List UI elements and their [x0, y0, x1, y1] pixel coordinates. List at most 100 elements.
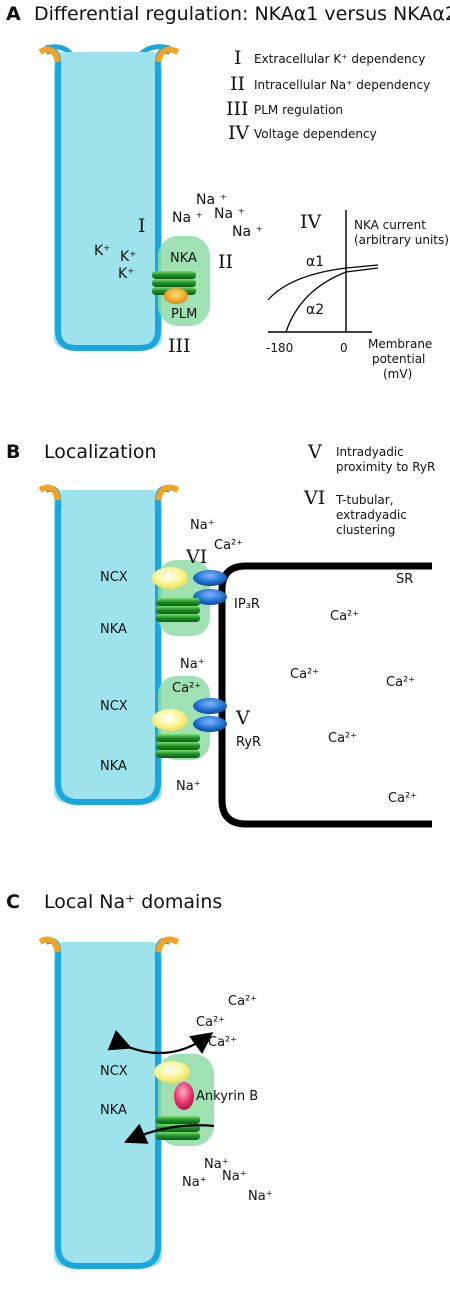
- ncx-label-b-lower: NCX: [100, 699, 128, 714]
- legend-b-vi-line2: extradyadic: [336, 508, 407, 522]
- membrane-a-tip-right: [155, 46, 180, 63]
- ca-ion-sr-1: Ca²⁺: [330, 609, 359, 624]
- ca-ion-c-1: Ca²⁺: [228, 994, 257, 1009]
- ncx-oval-b-upper: [152, 567, 188, 589]
- plm-label: PLM: [171, 307, 197, 322]
- membrane-b-tip-right: [155, 484, 180, 501]
- marker-i: I: [138, 215, 146, 237]
- marker-v: V: [235, 707, 250, 729]
- ip3r-channel-top: [193, 570, 227, 586]
- legend-a: I Extracellular K⁺ dependency II Intrace…: [226, 47, 430, 144]
- legend-a-numeral-4: IV: [228, 122, 250, 144]
- ca-ion-b-1: Ca²⁺: [214, 538, 243, 553]
- ncx-oval-c: [154, 1061, 190, 1083]
- legend-b-numeral-vi: VI: [303, 487, 325, 509]
- graph-tick-left: -180: [266, 341, 293, 355]
- membrane-c-tip-left: [38, 936, 61, 953]
- legend-a-text-3: PLM regulation: [254, 103, 343, 117]
- marker-ii: II: [218, 251, 233, 273]
- plm-oval: [164, 288, 188, 304]
- na-ion-c-2: Na⁺: [182, 1175, 207, 1190]
- legend-a-numeral-1: I: [234, 47, 242, 69]
- ncx-label-b-upper: NCX: [100, 570, 128, 585]
- curve-alpha1-label: α1: [306, 254, 324, 270]
- ip3r-label: IP₃R: [234, 597, 260, 612]
- na-ion-b-1: Na⁺: [190, 518, 215, 533]
- ca-ion-c-3: Ca²⁺: [208, 1035, 237, 1050]
- na-ion-a-3: Na ⁺: [214, 206, 245, 222]
- k-ion-1: K⁺: [94, 243, 111, 259]
- ca-ion-sr-3: Ca²⁺: [386, 675, 415, 690]
- k-ion-3: K⁺: [118, 266, 135, 282]
- ca-ion-sr-4: Ca²⁺: [328, 731, 357, 746]
- panel-b-title: Localization: [44, 441, 157, 463]
- nka-label-b-upper: NKA: [100, 622, 127, 637]
- na-ion-c-1: Na⁺: [204, 1157, 229, 1172]
- membrane-b-tip-left: [38, 484, 61, 501]
- nka-label-b-lower: NKA: [100, 759, 127, 774]
- cell-interior-b: [54, 490, 162, 802]
- panel-a: A Differential regulation: NKAα1 versus …: [6, 3, 450, 381]
- panel-c-title: Local Na⁺ domains: [44, 891, 222, 913]
- panel-b-letter: B: [6, 441, 20, 463]
- ncx-exchange-arrow: [107, 1029, 214, 1055]
- sr-outline: [218, 562, 432, 828]
- na-ion-c-4: Na⁺: [248, 1189, 273, 1204]
- legend-a-text-4: Voltage dependency: [254, 127, 377, 141]
- panel-c: C Local Na⁺ domains NCX NKA Ankyrin B Ca…: [6, 891, 273, 1269]
- ryr-channel-top: [193, 698, 227, 714]
- na-ion-a-2: Na ⁺: [172, 210, 203, 226]
- na-ion-a-1: Na ⁺: [196, 192, 227, 208]
- nka-exchange-arrow: [123, 1123, 215, 1144]
- cell-interior-c: [54, 942, 162, 1266]
- ryr-label: RyR: [236, 735, 261, 750]
- nka-label-c: NKA: [100, 1103, 127, 1118]
- nka-pump-c: [156, 1116, 200, 1140]
- graph-tick-zero: 0: [340, 341, 348, 355]
- legend-b-v-line2: proximity to RyR: [336, 460, 435, 474]
- legend-b-numeral-v: V: [307, 441, 322, 463]
- ncx-label-c: NCX: [100, 1064, 128, 1079]
- graph-x-label-2: potential: [372, 352, 425, 366]
- graph-x-label-3: (mV): [383, 367, 412, 381]
- na-ion-a-4: Na ⁺: [232, 224, 263, 240]
- panel-c-letter: C: [6, 891, 20, 913]
- legend-b-vi-line1: T-tubular,: [335, 493, 394, 507]
- legend-a-numeral-2: II: [230, 73, 245, 95]
- marker-iv: IV: [300, 211, 322, 233]
- legend-a-text-1: Extracellular K⁺ dependency: [254, 52, 425, 66]
- legend-a-text-2: Intracellular Na⁺ dependency: [254, 78, 430, 92]
- membrane-c-tip-right: [155, 936, 180, 953]
- nka-pump-b-lower: [156, 734, 200, 758]
- na-ion-b-3: Na⁺: [176, 779, 201, 794]
- legend-b-vi-line3: clustering: [336, 523, 395, 537]
- ca-ion-sr-2: Ca²⁺: [290, 667, 319, 682]
- sr-label: SR: [396, 572, 413, 587]
- membrane-a-tip-left: [38, 46, 61, 63]
- nka-label-a: NKA: [170, 251, 197, 266]
- graph-x-label-1: Membrane: [368, 337, 432, 351]
- marker-vi: VI: [185, 546, 207, 568]
- nka-pump-b-upper: [156, 598, 200, 622]
- ca-ion-sr-5: Ca²⁺: [388, 791, 417, 806]
- voltage-graph: IV α1 α2 NKA current (arbitrary units) -…: [266, 210, 449, 381]
- curve-alpha1: [267, 264, 379, 301]
- ryr-channel-bottom: [193, 716, 227, 732]
- legend-b-v-line1: Intradyadic: [336, 445, 404, 459]
- ca-ion-b-2: Ca²⁺: [172, 681, 201, 696]
- ca-ion-c-2: Ca²⁺: [196, 1015, 225, 1030]
- ankyrin-b-oval: [174, 1082, 194, 1110]
- na-ion-c-3: Na⁺: [222, 1169, 247, 1184]
- na-ion-b-2: Na⁺: [180, 657, 205, 672]
- marker-iii: III: [168, 335, 191, 357]
- ncx-oval-b-lower: [152, 709, 188, 731]
- panel-a-letter: A: [6, 3, 21, 25]
- panel-a-title: Differential regulation: NKAα1 versus NK…: [34, 3, 450, 25]
- ip3r-channel-bottom: [193, 589, 227, 605]
- k-ion-2: K⁺: [120, 249, 137, 265]
- panel-b: B Localization V Intradyadic proximity t…: [6, 441, 435, 828]
- curve-alpha2-label: α2: [306, 302, 324, 318]
- graph-y-label-2: (arbitrary units): [354, 233, 449, 247]
- ankyrin-b-label: Ankyrin B: [196, 1089, 258, 1104]
